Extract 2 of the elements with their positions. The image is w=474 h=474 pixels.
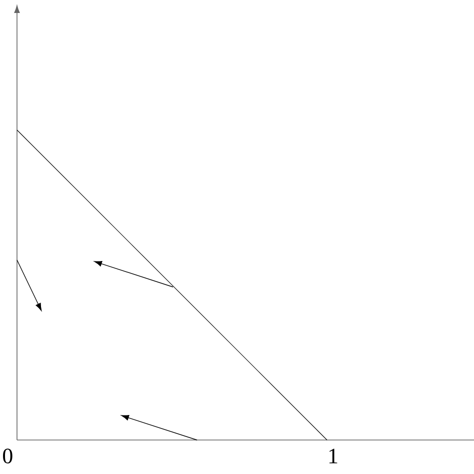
axis-label: 0	[3, 448, 12, 464]
axis-label: 1	[329, 448, 338, 464]
